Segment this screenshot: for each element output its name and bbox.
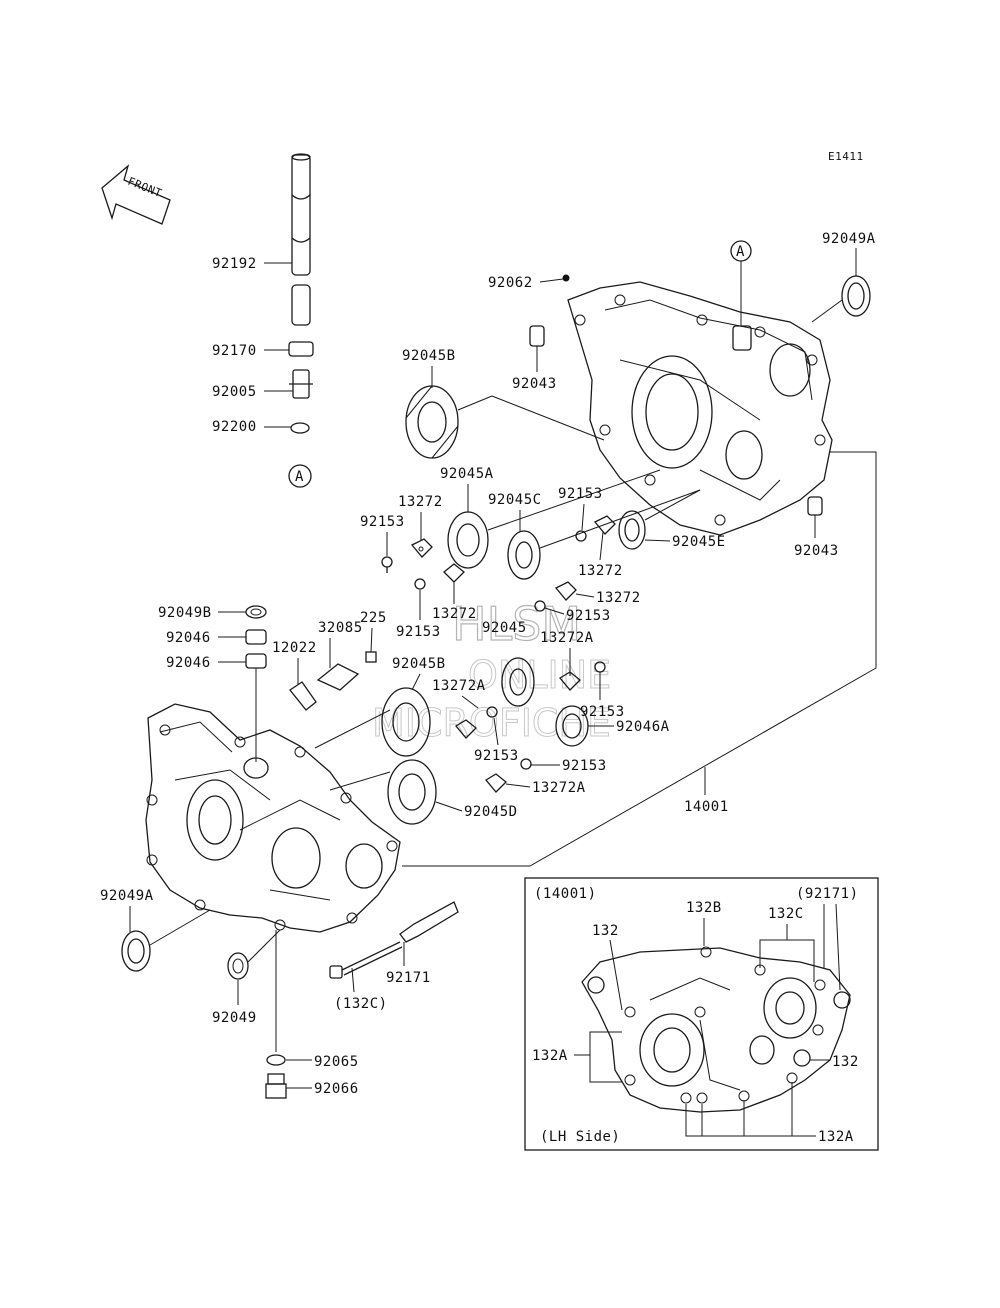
label-92170: 92170 <box>212 343 257 359</box>
label-92046-b: 92046 <box>166 655 211 671</box>
breather-hose-drawing <box>288 153 314 488</box>
inset-label-132-b: 132 <box>832 1054 859 1070</box>
front-label: FRONT <box>126 175 164 200</box>
label-14001: 14001 <box>684 799 729 815</box>
label-92043-right: 92043 <box>794 543 839 559</box>
inset-label-132-a: 132 <box>592 923 619 939</box>
screw-92153-d <box>534 600 546 612</box>
inset-label-132a-bottom: 132A <box>818 1129 854 1145</box>
bearing-92045-lower <box>501 657 535 707</box>
screw-92153-f <box>486 706 498 718</box>
right-crankcase-drawing <box>567 281 833 536</box>
oil-seal-92049 <box>227 952 249 980</box>
inset-side-label: (LH Side) <box>540 1129 620 1145</box>
label-92049: 92049 <box>212 1010 257 1026</box>
ref-a-top: A <box>736 244 745 260</box>
label-92005: 92005 <box>212 384 257 400</box>
inset-label-132a-left: 132A <box>532 1048 568 1064</box>
label-92045b-top: 92045B <box>402 348 456 364</box>
label-92049a-top: 92049A <box>822 231 876 247</box>
clip-13272a-a <box>559 671 581 691</box>
clip-13272-c <box>443 563 465 583</box>
fitting-12022 <box>289 681 317 711</box>
bearing-92045b-mid <box>381 687 431 757</box>
label-13272a-c: 13272A <box>532 780 586 796</box>
bearing-92045d <box>387 759 437 825</box>
label-92192: 92192 <box>212 256 257 272</box>
label-12022: 12022 <box>272 640 317 656</box>
screw-92153-b <box>575 530 587 542</box>
bolt-132c <box>329 941 403 979</box>
guide-32085 <box>316 663 360 691</box>
screw-92153-a <box>381 556 393 573</box>
clip-13272a-c <box>485 773 507 793</box>
label-92153-d: 92153 <box>566 608 611 624</box>
diagram-code: E1411 <box>828 150 864 163</box>
clip-13272-a <box>410 538 433 558</box>
label-92153-e: 92153 <box>580 704 625 720</box>
label-92065: 92065 <box>314 1054 359 1070</box>
label-13272a-a: 13272A <box>540 630 594 646</box>
label-92153-b: 92153 <box>558 486 603 502</box>
oil-seal-92049a-top <box>841 275 871 317</box>
front-arrow-icon: FRONT <box>101 164 171 225</box>
label-13272a-b: 13272A <box>432 678 486 694</box>
label-92153-g: 92153 <box>562 758 607 774</box>
label-92062: 92062 <box>488 275 533 291</box>
label-92045a: 92045A <box>440 466 494 482</box>
washer-92065 <box>266 1054 286 1066</box>
seal-92049b <box>245 605 267 619</box>
label-92046-a: 92046 <box>166 630 211 646</box>
guide-92171 <box>399 901 459 943</box>
ref-a-left: A <box>295 469 304 485</box>
label-225: 225 <box>360 610 387 626</box>
bearing-92045c <box>507 530 541 580</box>
clip-13272-b <box>593 515 616 535</box>
label-92043-top: 92043 <box>512 376 557 392</box>
label-92045: 92045 <box>482 620 527 636</box>
label-92171: 92171 <box>386 970 431 986</box>
label-13272-d: 13272 <box>596 590 641 606</box>
inset-crankcase-drawing <box>581 946 851 1113</box>
label-92045e: 92045E <box>672 534 726 550</box>
label-92045c: 92045C <box>488 492 542 508</box>
label-92066: 92066 <box>314 1081 359 1097</box>
clip-13272-d <box>554 581 577 601</box>
oil-seal-92045e <box>618 510 646 550</box>
label-13272-a: 13272 <box>398 494 443 510</box>
label-92153-c: 92153 <box>396 624 441 640</box>
label-132c-paren: (132C) <box>334 996 388 1012</box>
inset-title: (14001) <box>534 886 597 902</box>
label-92049a-left: 92049A <box>100 888 154 904</box>
left-crankcase-drawing <box>145 703 401 933</box>
watermark-line-2: ONLINE <box>468 653 611 697</box>
inset-label-132b: 132B <box>686 900 722 916</box>
label-92153-a: 92153 <box>360 514 405 530</box>
label-32085: 32085 <box>318 620 363 636</box>
label-92049b: 92049B <box>158 605 212 621</box>
oil-seal-92049a-left <box>121 930 151 972</box>
bolt-225 <box>365 651 377 663</box>
label-92153-f: 92153 <box>474 748 519 764</box>
screw-92153-c <box>414 578 426 590</box>
drain-bolt-92066 <box>265 1073 287 1099</box>
label-92046a: 92046A <box>616 719 670 735</box>
clip-13272a-b <box>455 719 477 739</box>
label-13272-b: 13272 <box>578 563 623 579</box>
watermark-line-1: HLSM <box>452 597 581 651</box>
needle-bearing-92046-b <box>245 653 267 669</box>
needle-bearing-92046-a <box>245 629 267 645</box>
label-92200: 92200 <box>212 419 257 435</box>
label-13272-c: 13272 <box>432 606 477 622</box>
label-92045b-mid: 92045B <box>392 656 446 672</box>
screw-92153-g <box>520 758 532 770</box>
inset-box <box>524 877 879 1151</box>
inset-label-132c: 132C <box>768 906 804 922</box>
bearing-92045a <box>447 511 489 569</box>
inset-label-92171: (92171) <box>796 886 859 902</box>
bearing-92045b-top <box>405 385 459 459</box>
label-92045d: 92045D <box>464 804 518 820</box>
